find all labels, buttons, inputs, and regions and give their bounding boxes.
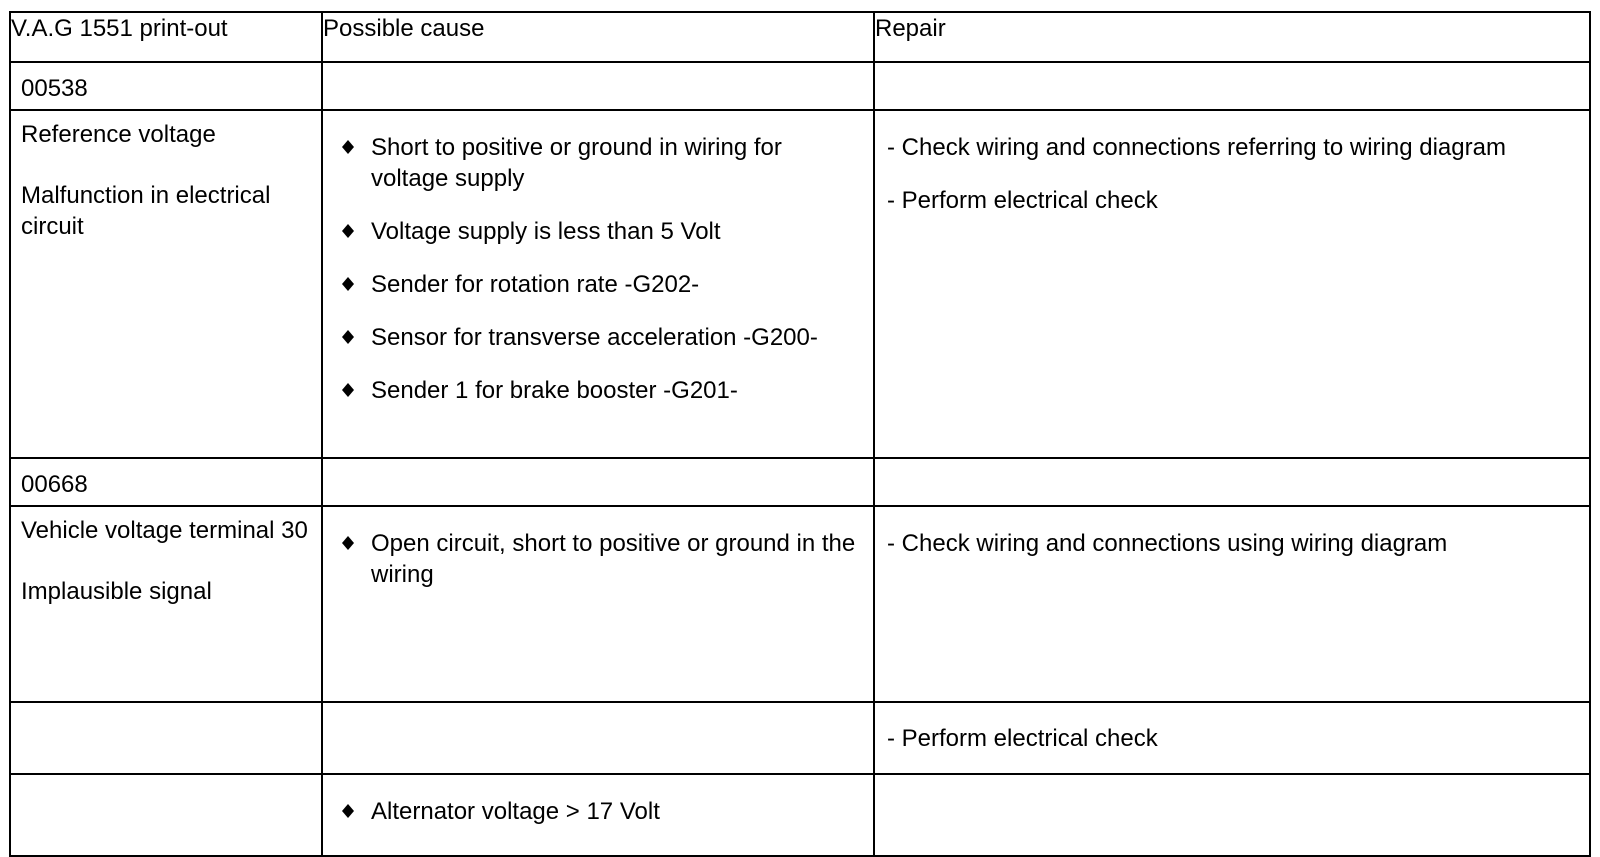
printout-text: Reference voltage xyxy=(21,121,216,148)
repair-cell: - Check wiring and connections referring… xyxy=(873,109,1591,459)
cause-text: Sender 1 for brake booster -G201- xyxy=(371,377,738,404)
printout-text: Implausible signal xyxy=(21,578,212,605)
empty-cell xyxy=(321,61,875,111)
fault-code-table: V.A.G 1551 print-out Possible cause Repa… xyxy=(9,11,1591,857)
repair-text: - Check wiring and connections using wir… xyxy=(887,530,1448,557)
diamond-bullet-icon xyxy=(342,536,354,550)
cause-item: Alternator voltage > 17 Volt xyxy=(341,796,863,827)
header-printout: V.A.G 1551 print-out xyxy=(9,11,323,63)
cause-text: Alternator voltage > 17 Volt xyxy=(371,798,660,825)
cause-item: Voltage supply is less than 5 Volt xyxy=(341,216,863,247)
cause-cell: Short to positive or ground in wiring fo… xyxy=(321,109,875,459)
cause-text: Sender for rotation rate -G202- xyxy=(371,271,700,298)
cause-text: Voltage supply is less than 5 Volt xyxy=(371,218,721,245)
empty-cell xyxy=(873,773,1591,857)
table-row-reference-voltage: Reference voltage Malfunction in electri… xyxy=(9,109,1591,459)
empty-cell xyxy=(873,61,1591,111)
table-row-alternator: Alternator voltage > 17 Volt xyxy=(9,773,1591,857)
cause-text: Sensor for transverse acceleration -G200… xyxy=(371,324,818,351)
diamond-bullet-icon xyxy=(342,330,354,344)
page: { "table": { "headers": { "printout": "V… xyxy=(9,11,1591,857)
cause-cell: Open circuit, short to positive or groun… xyxy=(321,505,875,703)
fault-code: 00538 xyxy=(9,61,323,111)
table-row-code-00668: 00668 xyxy=(9,457,1591,507)
empty-cell xyxy=(321,457,875,507)
repair-cell: - Perform electrical check xyxy=(873,701,1591,775)
diamond-bullet-icon xyxy=(342,140,354,154)
cause-item: Open circuit, short to positive or groun… xyxy=(341,528,863,590)
cause-text: Open circuit, short to positive or groun… xyxy=(371,530,856,588)
diamond-bullet-icon xyxy=(342,277,354,291)
empty-cell xyxy=(321,701,875,775)
header-possible-cause: Possible cause xyxy=(321,11,875,63)
header-repair: Repair xyxy=(873,11,1591,63)
repair-cell: - Check wiring and connections using wir… xyxy=(873,505,1591,703)
cause-item: Sensor for transverse acceleration -G200… xyxy=(341,322,863,353)
cause-list: Short to positive or ground in wiring fo… xyxy=(323,111,873,406)
repair-text: - Perform electrical check xyxy=(887,187,1158,214)
table-row-vehicle-voltage: Vehicle voltage terminal 30 Implausible … xyxy=(9,505,1591,703)
table-row-electrical-check: - Perform electrical check xyxy=(9,701,1591,775)
printout-cell: Reference voltage Malfunction in electri… xyxy=(9,109,323,459)
printout-text: Malfunction in electrical circuit xyxy=(21,182,271,240)
cause-list: Open circuit, short to positive or groun… xyxy=(323,507,873,590)
cause-cell: Alternator voltage > 17 Volt xyxy=(321,773,875,857)
diamond-bullet-icon xyxy=(342,383,354,397)
printout-cell: Vehicle voltage terminal 30 Implausible … xyxy=(9,505,323,703)
cause-text: Short to positive or ground in wiring fo… xyxy=(371,134,782,192)
cause-item: Short to positive or ground in wiring fo… xyxy=(341,132,863,194)
cause-item: Sender for rotation rate -G202- xyxy=(341,269,863,300)
fault-code: 00668 xyxy=(9,457,323,507)
repair-text: - Check wiring and connections referring… xyxy=(887,134,1506,161)
diamond-bullet-icon xyxy=(342,804,354,818)
header-row: V.A.G 1551 print-out Possible cause Repa… xyxy=(9,11,1591,63)
empty-cell xyxy=(873,457,1591,507)
repair-text: - Perform electrical check xyxy=(887,725,1158,752)
printout-text: Vehicle voltage terminal 30 xyxy=(21,517,308,544)
empty-cell xyxy=(9,773,323,857)
diamond-bullet-icon xyxy=(342,224,354,238)
table-row-code-00538: 00538 xyxy=(9,61,1591,111)
empty-cell xyxy=(9,701,323,775)
cause-item: Sender 1 for brake booster -G201- xyxy=(341,375,863,406)
cause-list: Alternator voltage > 17 Volt xyxy=(323,775,873,827)
